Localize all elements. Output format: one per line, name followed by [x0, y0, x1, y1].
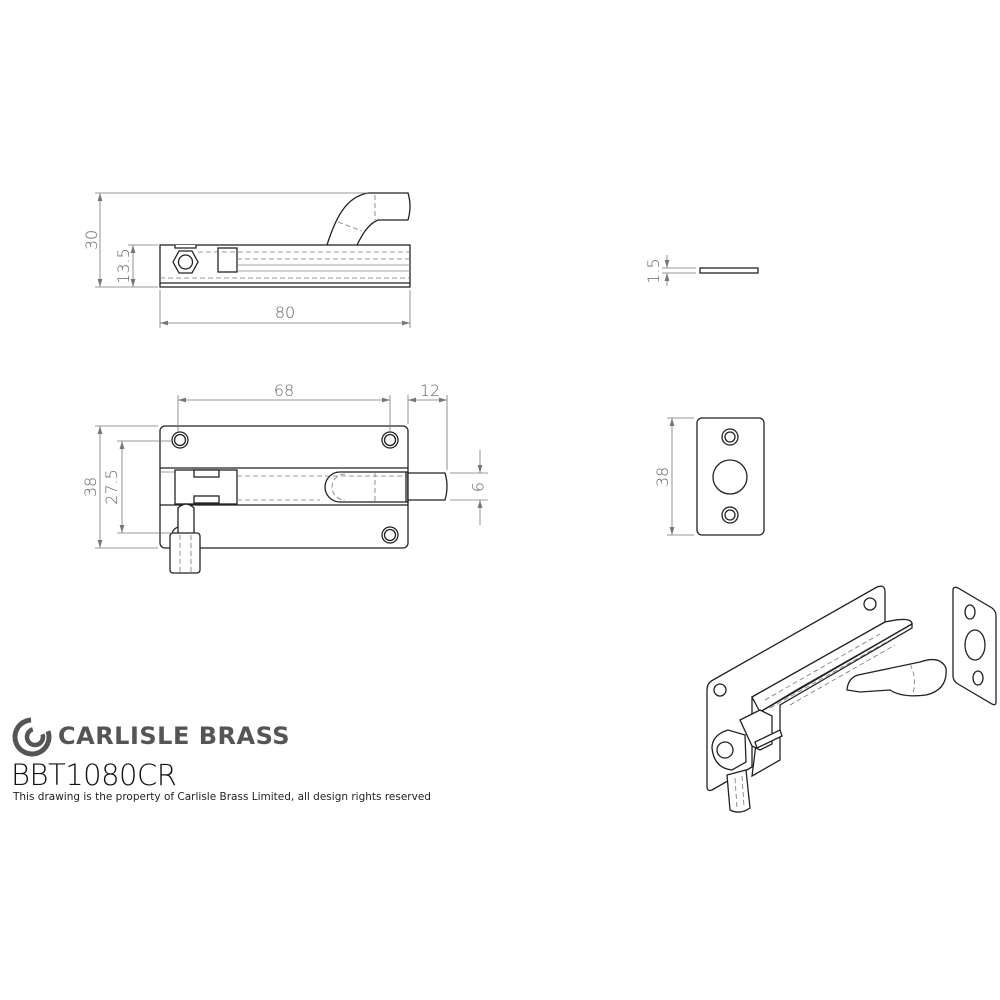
- dim-68: 68: [274, 381, 294, 400]
- model-number: BBT1080CR: [11, 758, 177, 792]
- dim-27-5: 27.5: [102, 469, 121, 505]
- slot: [217, 247, 238, 273]
- iso-strike: [952, 586, 997, 706]
- dim-13-5: 13.5: [114, 248, 133, 284]
- hex-nut: [172, 250, 199, 274]
- strike-front-view: 38: [653, 417, 765, 536]
- dim-1-5: 1.5: [644, 258, 663, 283]
- dim-9: 9: [468, 482, 487, 492]
- front-view: 68 12 38 27.5 9: [81, 381, 488, 574]
- knob: [169, 532, 201, 574]
- carlisle-brass-logo: [12, 717, 52, 757]
- screw-holes: [171, 431, 399, 544]
- bolt-end: [407, 472, 448, 501]
- dim-38: 38: [81, 477, 100, 497]
- dim-30: 30: [82, 230, 101, 250]
- dim-38-strike: 38: [653, 467, 672, 487]
- brand-name: CARLISLE BRASS: [58, 722, 291, 750]
- strike-side-view: 1.5: [644, 255, 759, 286]
- side-view: 30 13.5 80: [82, 192, 411, 328]
- dim-12: 12: [420, 381, 440, 400]
- disclaimer: This drawing is the property of Carlisle…: [13, 791, 431, 803]
- isometric-view: [706, 585, 997, 813]
- dim-80: 80: [275, 303, 295, 322]
